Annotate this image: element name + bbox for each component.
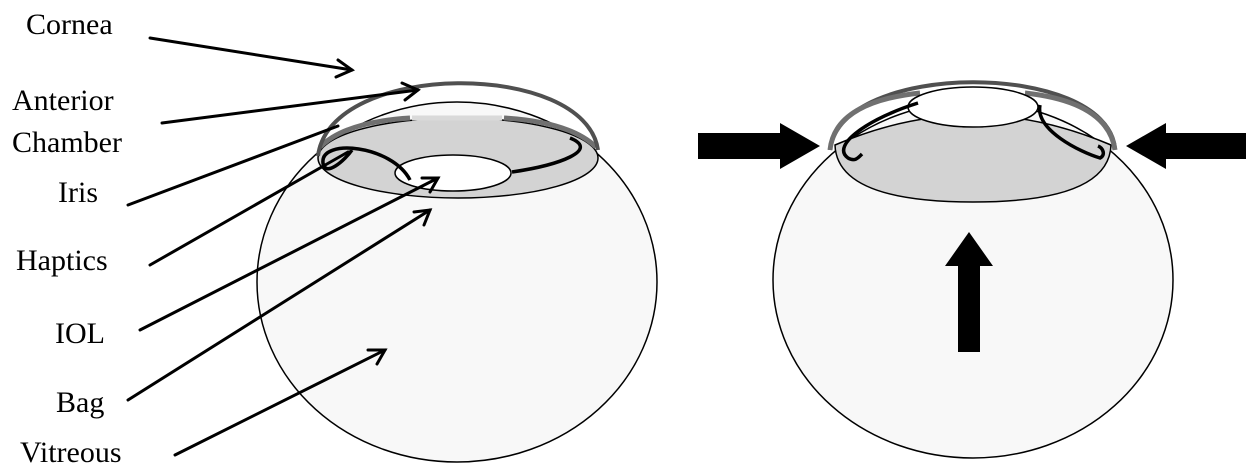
leader-cornea <box>150 38 352 77</box>
right-eye <box>698 82 1246 458</box>
label-iol: IOL <box>55 317 105 350</box>
labels: Cornea Anterior Chamber Iris Haptics IOL… <box>12 8 122 468</box>
label-haptics: Haptics <box>16 244 108 277</box>
compression-arrow-right-icon <box>1126 123 1246 169</box>
left-eye <box>257 83 657 462</box>
compression-arrow-left-icon <box>698 123 820 169</box>
label-vitreous: Vitreous <box>20 436 122 468</box>
label-chamber: Chamber <box>12 126 122 159</box>
label-iris: Iris <box>58 176 98 209</box>
label-cornea: Cornea <box>26 8 113 41</box>
label-anterior: Anterior <box>12 84 114 117</box>
right-pupil-opening <box>908 87 1038 127</box>
left-pupil-opening <box>395 155 511 191</box>
label-bag: Bag <box>56 386 104 419</box>
